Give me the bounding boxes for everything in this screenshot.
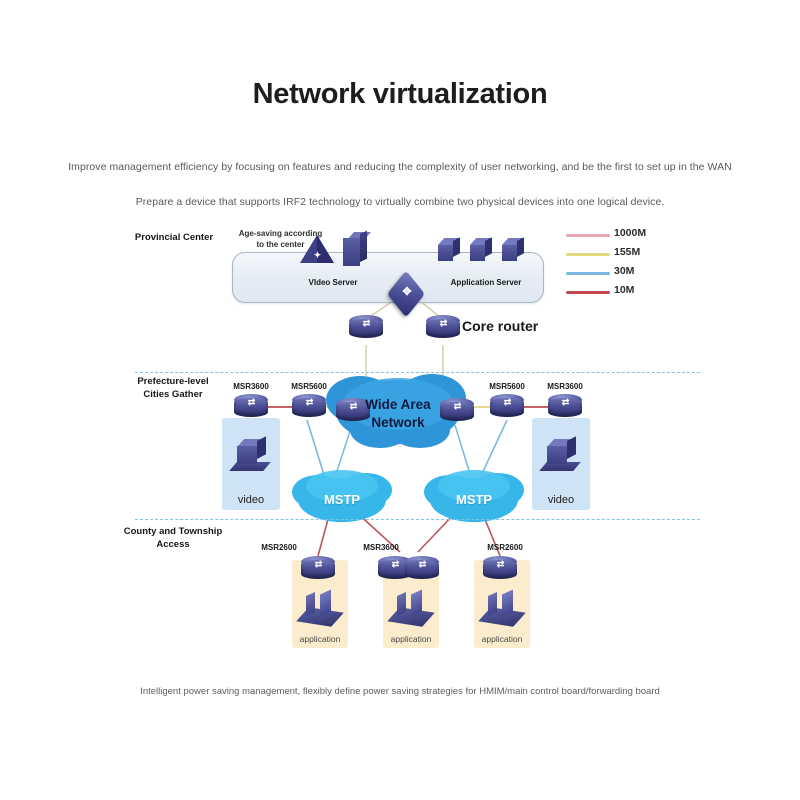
core-router-label: Core router bbox=[462, 318, 539, 334]
cube-icon bbox=[470, 237, 492, 262]
legend-row-155m: 155M bbox=[566, 245, 676, 264]
msr-router-2[interactable]: ⇄ MSR5600 bbox=[291, 382, 327, 420]
router-icon: ⇄ bbox=[426, 315, 460, 341]
application-panel-2-label: application bbox=[390, 634, 432, 644]
application-panel-3-label: application bbox=[481, 634, 523, 644]
tower-icon bbox=[539, 436, 581, 474]
mstp-right-label: MSTP bbox=[455, 492, 493, 507]
access-router-2-label: MSR3600 bbox=[363, 543, 399, 552]
legend-row-10m: 10M bbox=[566, 283, 676, 302]
legend-swatch-155m bbox=[566, 253, 610, 256]
router-icon: ⇄ bbox=[405, 556, 439, 582]
page-title: Network virtualization bbox=[252, 78, 548, 110]
mstp-left-cloud-shape bbox=[292, 470, 392, 522]
legend-swatch-30m bbox=[566, 272, 610, 275]
mstp-left-label: MSTP bbox=[323, 492, 361, 507]
switch-icon: ✥ bbox=[386, 270, 428, 318]
legend-label-1000m: 1000M bbox=[614, 227, 647, 239]
access-router-2a[interactable]: ⇄ bbox=[378, 556, 412, 582]
tower-icon bbox=[229, 436, 271, 474]
router-icon: ⇄ bbox=[378, 556, 412, 582]
cube-icon bbox=[502, 237, 524, 262]
rack-icon bbox=[478, 589, 526, 630]
application-server-cube-2[interactable] bbox=[470, 237, 492, 262]
rack-icon bbox=[296, 589, 344, 630]
application-server-cube-3[interactable] bbox=[502, 237, 524, 262]
msr-router-2-label: MSR5600 bbox=[291, 382, 327, 391]
router-icon: ⇄ bbox=[483, 556, 517, 582]
tier-label-prefecture: Prefecture-level Cities Gather bbox=[137, 376, 209, 400]
access-router-1[interactable]: ⇄ MSR2600 bbox=[261, 543, 335, 582]
router-icon: ⇄ bbox=[490, 394, 524, 420]
divider-prefecture bbox=[135, 372, 700, 373]
mstp-right-cloud-shape bbox=[424, 470, 524, 522]
application-rack-3[interactable] bbox=[478, 589, 526, 630]
msr-router-4[interactable]: ⇄ MSR3600 bbox=[547, 382, 583, 420]
divider-county bbox=[135, 519, 700, 520]
wan-edge-router-left[interactable]: ⇄ bbox=[336, 398, 370, 424]
legend-label-30m: 30M bbox=[614, 265, 635, 277]
msr-router-3[interactable]: ⇄ MSR5600 bbox=[489, 382, 525, 420]
center-note: Age-saving according to the center bbox=[238, 229, 323, 249]
msr-router-1-label: MSR3600 bbox=[233, 382, 269, 391]
msr-router-4-label: MSR3600 bbox=[547, 382, 583, 391]
application-rack-1[interactable] bbox=[296, 589, 344, 630]
tier-label-county: County and Township Access bbox=[123, 526, 223, 550]
rack-icon bbox=[387, 589, 435, 630]
application-server-cube-1[interactable] bbox=[438, 237, 460, 262]
access-router-1-label: MSR2600 bbox=[261, 543, 297, 552]
video-panel-left-label: video bbox=[237, 494, 265, 506]
msr-router-1[interactable]: ⇄ MSR3600 bbox=[233, 382, 269, 420]
core-switch-node[interactable]: ✥ bbox=[386, 270, 428, 318]
legend-row-30m: 30M bbox=[566, 264, 676, 283]
legend-label-155m: 155M bbox=[614, 246, 641, 258]
router-icon: ⇄ bbox=[349, 315, 383, 341]
router-icon: ⇄ bbox=[440, 398, 474, 424]
pyramid-icon: ✦ bbox=[300, 233, 334, 263]
access-router-3-label: MSR2600 bbox=[487, 543, 523, 552]
legend-label-10m: 10M bbox=[614, 284, 635, 296]
subtitle-line-1: Improve management efficiency by focusin… bbox=[68, 161, 732, 173]
video-server-box[interactable] bbox=[343, 230, 371, 266]
access-router-2b[interactable]: ⇄ MSR3600 bbox=[363, 543, 439, 582]
video-server-label: VIdeo Server bbox=[308, 278, 358, 287]
router-icon: ⇄ bbox=[301, 556, 335, 582]
router-icon: ⇄ bbox=[292, 394, 326, 420]
application-panel-1-label: application bbox=[299, 634, 341, 644]
wan-edge-router-right[interactable]: ⇄ bbox=[440, 398, 474, 424]
video-panel-right-label: video bbox=[547, 494, 575, 506]
router-icon: ⇄ bbox=[548, 394, 582, 420]
legend-row-1000m: 1000M bbox=[566, 226, 676, 245]
cube-icon bbox=[438, 237, 460, 262]
video-server-node[interactable]: ✦ bbox=[300, 233, 334, 263]
msr-router-3-label: MSR5600 bbox=[489, 382, 525, 391]
server-icon bbox=[343, 230, 371, 266]
footer-caption: Intelligent power saving management, fle… bbox=[140, 686, 660, 697]
application-server-label: Application Server bbox=[450, 278, 522, 287]
subtitle-line-2: Prepare a device that supports IRF2 tech… bbox=[135, 196, 665, 208]
core-router-1[interactable]: ⇄ bbox=[349, 315, 383, 341]
bandwidth-legend: 1000M 155M 30M 10M bbox=[566, 226, 676, 302]
application-rack-2[interactable] bbox=[387, 589, 435, 630]
router-icon: ⇄ bbox=[234, 394, 268, 420]
legend-swatch-1000m bbox=[566, 234, 610, 237]
tier-label-provincial: Provincial Center bbox=[134, 232, 214, 243]
core-router-2[interactable]: ⇄ bbox=[426, 315, 460, 341]
video-tower-right[interactable] bbox=[539, 436, 581, 474]
video-tower-left[interactable] bbox=[229, 436, 271, 474]
legend-swatch-10m bbox=[566, 291, 610, 294]
router-icon: ⇄ bbox=[336, 398, 370, 424]
access-router-3[interactable]: ⇄ MSR2600 bbox=[483, 543, 523, 582]
